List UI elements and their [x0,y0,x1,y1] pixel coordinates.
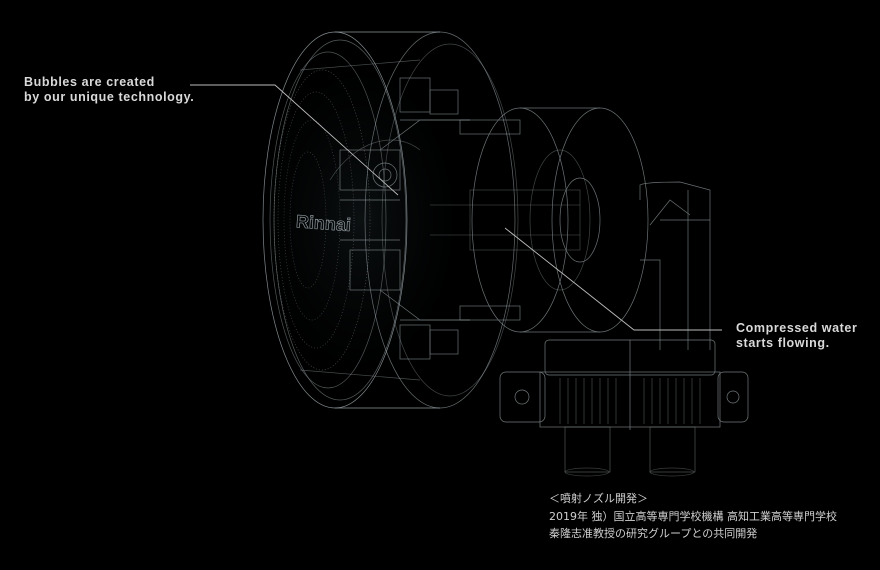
water-inlet-block [499,339,749,477]
shower-head-disc [262,31,519,409]
credit-line1: 2019年 独）国立高等専門学校機構 高知工業高等専門学校 [549,509,837,523]
callout-leader-lines [190,84,722,331]
inner-mechanism [329,77,470,360]
bubbles-callout-line1: Bubbles are created [24,75,155,89]
water-callout: Compressed water starts flowing. [736,321,857,351]
development-credit: ＜噴射ノズル開発＞ 2019年 独）国立高等専門学校機構 高知工業高等専門学校 … [549,490,837,543]
body-cylinder [430,107,649,333]
credit-heading: ＜噴射ノズル開発＞ [549,492,648,505]
bubbles-callout: Bubbles are created by our unique techno… [24,75,194,105]
product-logo: Rinnai [295,211,351,235]
water-callout-line2: starts flowing. [736,336,830,350]
bubbles-callout-line2: by our unique technology. [24,90,195,104]
credit-line2: 秦隆志准教授の研究グループとの共同開発 [549,527,758,540]
water-callout-line1: Compressed water [736,321,858,335]
elbow-pipe [639,181,711,350]
